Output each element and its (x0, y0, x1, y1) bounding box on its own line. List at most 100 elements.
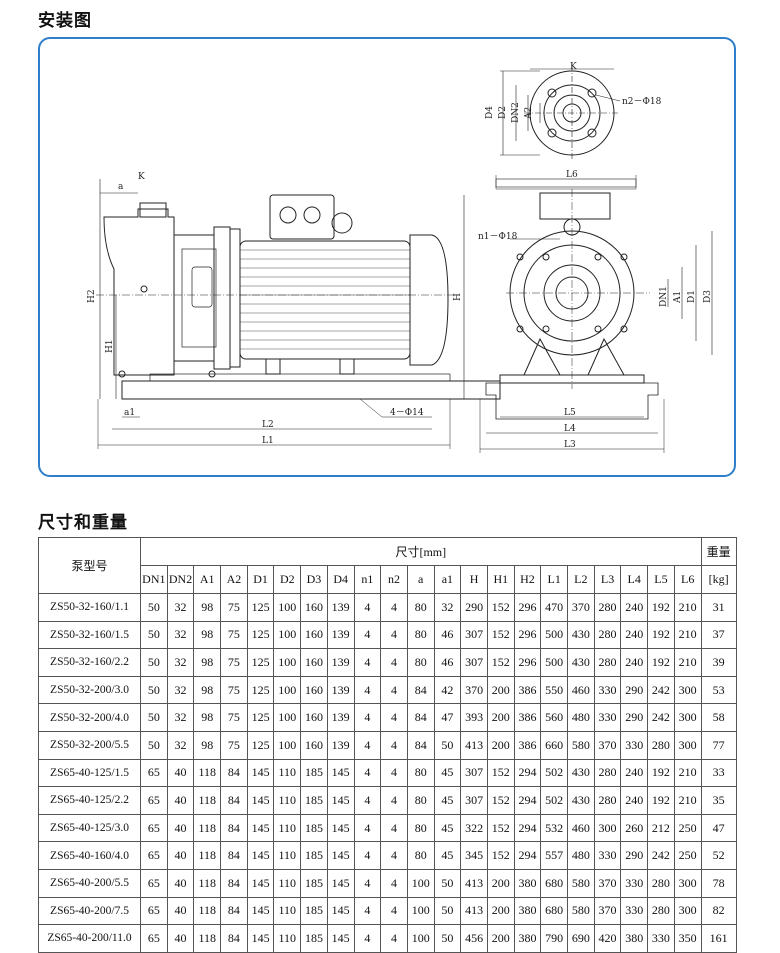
value-cell: 40 (166, 841, 195, 870)
value-cell: 139 (326, 730, 355, 760)
value-cell: 65 (140, 813, 168, 843)
weight-cell: 58 (700, 703, 737, 732)
model-cell: ZS50-32-200/3.0 (38, 675, 141, 705)
column-header: L3 (593, 565, 622, 594)
value-cell: 84 (220, 896, 248, 926)
column-header: A1 (193, 565, 222, 594)
value-cell: 294 (513, 813, 542, 843)
value-cell: 532 (540, 813, 568, 843)
value-cell: 75 (220, 620, 248, 650)
value-cell: 290 (620, 675, 649, 705)
value-cell: 4 (380, 703, 408, 732)
value-cell: 4 (353, 703, 382, 732)
model-cell: ZS65-40-200/11.0 (38, 924, 141, 953)
value-cell: 98 (193, 620, 222, 650)
value-cell: 307 (460, 786, 488, 815)
value-cell: 430 (567, 786, 595, 815)
value-cell: 250 (673, 813, 702, 843)
value-cell: 4 (353, 620, 382, 650)
value-cell: 118 (193, 758, 222, 788)
value-cell: 4 (380, 896, 408, 926)
value-cell: 84 (406, 730, 435, 760)
value-cell: 500 (540, 620, 568, 650)
value-cell: 80 (406, 648, 435, 677)
weight-cell: 53 (700, 675, 737, 705)
value-cell: 4 (380, 924, 408, 953)
value-cell: 200 (486, 675, 515, 705)
value-cell: 84 (406, 675, 435, 705)
value-cell: 139 (326, 593, 355, 622)
weight-cell: 78 (700, 868, 737, 898)
value-cell: 50 (433, 896, 462, 926)
value-cell: 280 (647, 896, 675, 926)
label-l3: L3 (564, 440, 576, 450)
value-cell: 32 (166, 593, 195, 622)
value-cell: 50 (140, 620, 168, 650)
value-cell: 4 (353, 593, 382, 622)
value-cell: 280 (593, 620, 622, 650)
value-cell: 32 (433, 593, 462, 622)
label-a2: A2 (524, 107, 534, 120)
value-cell: 139 (326, 620, 355, 650)
value-cell: 200 (486, 703, 515, 732)
value-cell: 145 (326, 896, 355, 926)
value-cell: 100 (406, 924, 435, 953)
value-cell: 125 (246, 620, 275, 650)
value-cell: 160 (300, 730, 328, 760)
value-cell: 660 (540, 730, 568, 760)
value-cell: 160 (300, 648, 328, 677)
label-n2: n2－Φ18 (622, 97, 662, 107)
weight-cell: 52 (700, 841, 737, 870)
model-cell: ZS65-40-125/3.0 (38, 813, 141, 843)
column-header: D2 (273, 565, 302, 594)
value-cell: 4 (353, 648, 382, 677)
weight-unit: [kg] (700, 565, 737, 594)
value-cell: 145 (326, 868, 355, 898)
column-header: a1 (433, 565, 462, 594)
value-cell: 100 (273, 703, 302, 732)
value-cell: 690 (567, 924, 595, 953)
value-cell: 192 (647, 593, 675, 622)
value-cell: 322 (460, 813, 488, 843)
value-cell: 370 (593, 730, 622, 760)
value-cell: 32 (166, 620, 195, 650)
value-cell: 40 (166, 758, 195, 788)
column-header: H (460, 565, 488, 594)
value-cell: 152 (486, 648, 515, 677)
column-header: n1 (353, 565, 382, 594)
value-cell: 110 (273, 868, 302, 898)
value-cell: 4 (380, 841, 408, 870)
value-cell: 40 (166, 868, 195, 898)
value-cell: 380 (513, 924, 542, 953)
value-cell: 200 (486, 868, 515, 898)
label-l4: L4 (564, 424, 576, 434)
label-n1: n1－Φ18 (478, 232, 518, 242)
column-header: A2 (220, 565, 248, 594)
weight-cell: 82 (700, 896, 737, 926)
model-cell: ZS50-32-200/4.0 (38, 703, 141, 732)
value-cell: 330 (620, 896, 649, 926)
label-h: H (453, 293, 463, 301)
value-cell: 110 (273, 813, 302, 843)
value-cell: 145 (246, 896, 275, 926)
value-cell: 430 (567, 620, 595, 650)
value-cell: 386 (513, 703, 542, 732)
value-cell: 84 (220, 868, 248, 898)
value-cell: 380 (513, 896, 542, 926)
value-cell: 350 (673, 924, 702, 953)
value-cell: 386 (513, 675, 542, 705)
value-cell: 480 (567, 703, 595, 732)
value-cell: 160 (300, 675, 328, 705)
value-cell: 300 (673, 730, 702, 760)
weight-cell: 77 (700, 730, 737, 760)
value-cell: 580 (567, 868, 595, 898)
value-cell: 118 (193, 896, 222, 926)
value-cell: 50 (140, 593, 168, 622)
value-cell: 152 (486, 620, 515, 650)
value-cell: 4 (353, 786, 382, 815)
label-l2: L2 (262, 420, 274, 430)
